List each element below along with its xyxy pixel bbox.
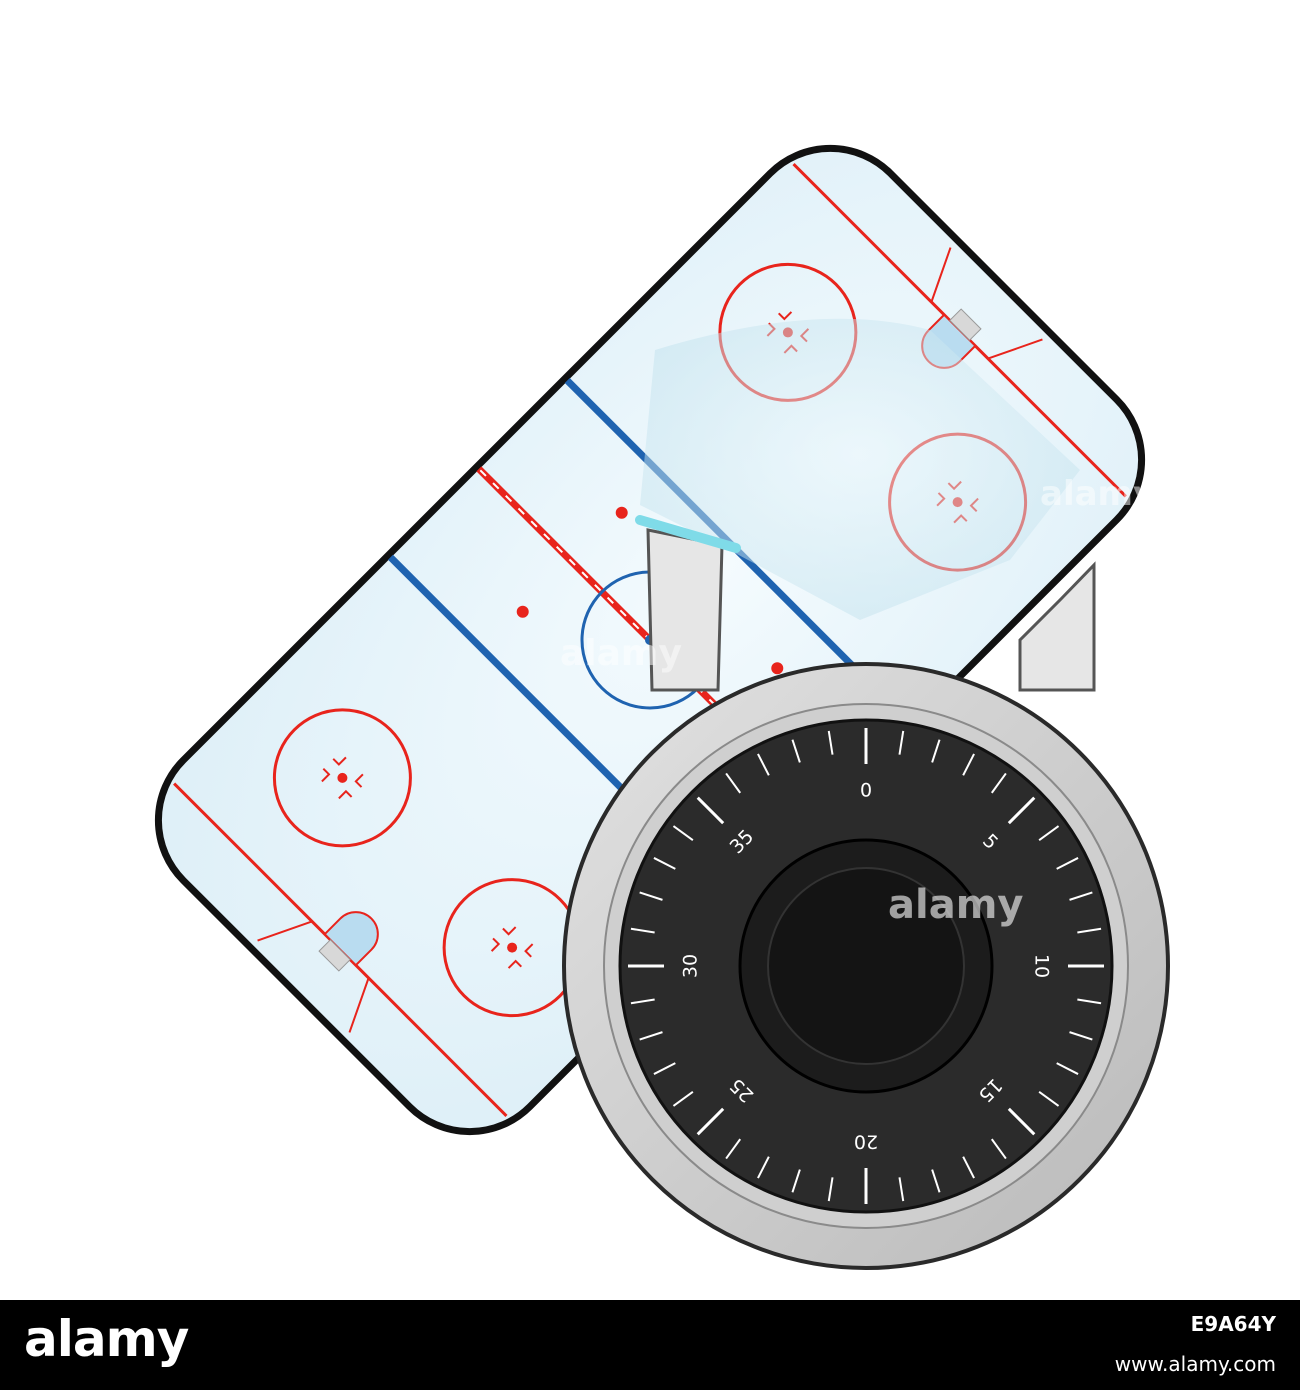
- dial-tick: [898, 730, 905, 755]
- image-id: E9A64Y: [1190, 1312, 1276, 1336]
- stock-footer-bar: alamy E9A64Y www.alamy.com: [0, 1300, 1300, 1390]
- watermark: alamy: [1040, 474, 1155, 514]
- dial-tick: [990, 1138, 1007, 1160]
- glass-reflection: [640, 318, 1080, 620]
- dial-tick: [1056, 1062, 1079, 1075]
- dial-ticks: [628, 728, 1104, 1204]
- dial-tick: [630, 927, 655, 934]
- watermark: alamy: [890, 107, 1005, 147]
- dial-tick: [1077, 998, 1102, 1005]
- dial-tick: [1069, 891, 1093, 901]
- dial-tick: [757, 753, 770, 776]
- dial-tick: [672, 825, 694, 842]
- image-url: www.alamy.com: [1114, 1352, 1276, 1376]
- faceoff-circle: [272, 708, 412, 848]
- glass-edge: [635, 515, 741, 553]
- dial-tick: [653, 857, 676, 870]
- dial-tick: [990, 772, 1007, 794]
- dial-number: 0: [860, 780, 872, 802]
- dial-tick: [1007, 1107, 1036, 1136]
- dial-tick: [1069, 1031, 1093, 1041]
- dial-tick: [672, 1090, 694, 1107]
- dial-knob-inner: [767, 867, 965, 1065]
- dial-tick: [1007, 796, 1036, 825]
- neutral-dot: [771, 662, 784, 675]
- dial-tick: [898, 1177, 905, 1202]
- dial-tick: [1038, 1090, 1060, 1107]
- brand-logo: alamy: [24, 1310, 189, 1368]
- goal-net-right: [949, 308, 982, 341]
- dial-number: 20: [854, 1131, 878, 1153]
- goal-net-left: [318, 939, 351, 972]
- watermark: alamy: [560, 633, 682, 674]
- dial-tick: [630, 998, 655, 1005]
- neutral-dot: [615, 506, 628, 519]
- dial-tick: [1056, 857, 1079, 870]
- dial-tick: [827, 1177, 834, 1202]
- dial-tick: [791, 1169, 801, 1193]
- dial-tick: [696, 796, 725, 825]
- goal-crease-left: [323, 911, 379, 967]
- dial-tick: [1077, 927, 1102, 934]
- dial-tick: [827, 730, 834, 755]
- dial-tick: [931, 739, 941, 763]
- dial-tick: [757, 1156, 770, 1179]
- dial-tick: [639, 1031, 663, 1041]
- lock-shackle: [646, 528, 1096, 692]
- dial-number: 10: [1031, 954, 1053, 978]
- dial-tick: [653, 1062, 676, 1075]
- trapezoid-left: [257, 920, 370, 1033]
- faceoff-circle: [442, 878, 582, 1018]
- neutral-dot: [516, 605, 529, 618]
- watermark: alamy: [888, 882, 1023, 928]
- dial-tick: [931, 1169, 941, 1193]
- dial-tick: [1038, 825, 1060, 842]
- dial-tick: [725, 772, 742, 794]
- trapezoid-right: [930, 247, 1043, 360]
- dial-tick: [962, 1156, 975, 1179]
- dial-tick: [696, 1107, 725, 1136]
- dial-tick: [962, 753, 975, 776]
- dial-number: 30: [680, 954, 702, 978]
- dial-tick: [791, 739, 801, 763]
- dial-tick: [639, 891, 663, 901]
- dial-tick: [725, 1138, 742, 1160]
